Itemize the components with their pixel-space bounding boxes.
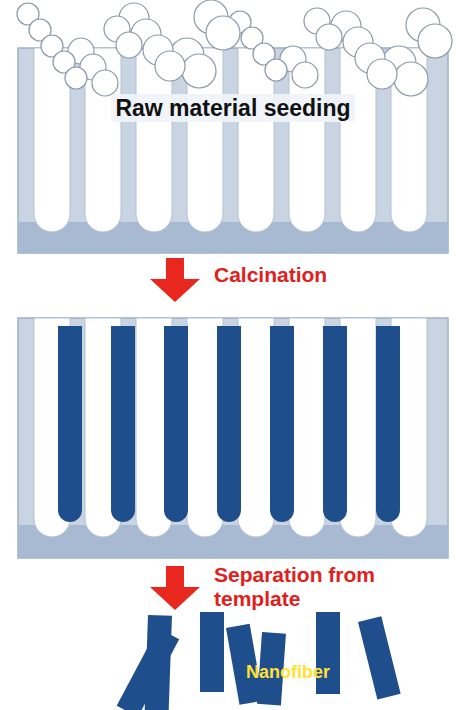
process-arrow [150,566,200,610]
particle [92,70,118,96]
template-body [18,318,448,558]
fiber-rod [217,326,241,522]
step-label: Calcination [210,262,331,288]
fiber-rod [270,326,294,522]
template-body [18,48,448,253]
step-label: Separation from template [210,562,448,612]
template-base [18,222,448,253]
step-label: Raw material seeding [111,94,354,122]
fiber-rod [111,326,135,522]
particle [418,24,452,58]
particle [367,59,397,89]
template-with-seeds [17,0,452,253]
particle [316,24,342,50]
released-nanofibers [117,612,401,710]
template-base [18,525,448,558]
particle [182,54,216,88]
pore [238,318,274,537]
particle [206,16,240,50]
particle [265,59,287,81]
particle [65,67,87,89]
template-pores-filled [34,318,427,537]
particle [155,51,185,81]
fiber-rod [164,326,188,522]
fiber-rod [376,326,400,522]
particle [394,62,428,96]
pore [289,318,325,537]
process-arrow [150,258,200,302]
template-pores [34,48,427,232]
particle [292,62,318,88]
pore [34,48,70,232]
pore [289,48,325,232]
particle [116,32,142,58]
fiber-rod [58,326,82,522]
product-label: Nanofiber [246,662,376,683]
fiber-rod [323,326,347,522]
raw-material-particles [17,0,452,96]
template-with-fibers [18,318,448,558]
